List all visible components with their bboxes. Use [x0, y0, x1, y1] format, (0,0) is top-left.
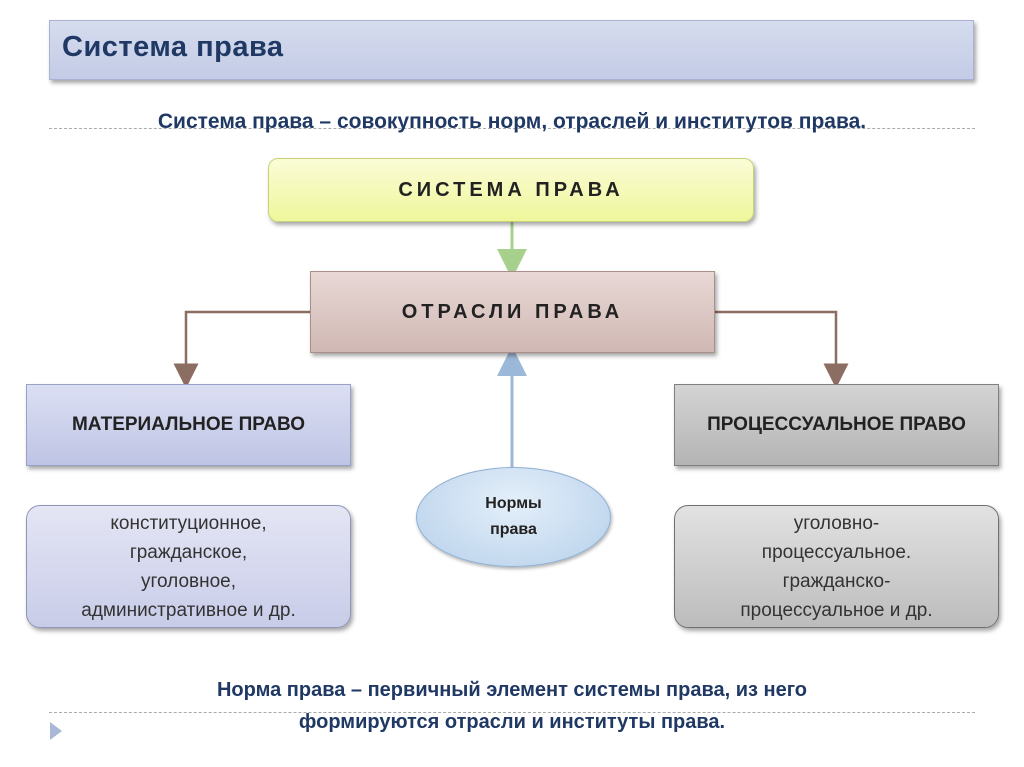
branches-of-law-box: ОТРАСЛИ ПРАВА [310, 271, 715, 353]
material-law-list: конституционное, гражданское, уголовное,… [26, 505, 351, 628]
procedural-law-box: ПРОЦЕССУАЛЬНОЕ ПРАВО [674, 384, 999, 466]
connector-branches-to-procedural [715, 310, 849, 389]
procedural-law-list-text: уголовно- процессуальное. гражданско- пр… [740, 512, 933, 621]
play-triangle-icon[interactable] [50, 722, 62, 740]
divider-bottom [49, 712, 975, 713]
material-law-box: МАТЕРИАЛЬНОЕ ПРАВО [26, 384, 351, 466]
procedural-law-list: уголовно- процессуальное. гражданско- пр… [674, 505, 999, 628]
connector-branches-to-material [173, 310, 310, 389]
norms-of-law-ellipse: Нормы права [416, 467, 611, 567]
divider-top [49, 128, 975, 129]
title-bar: Система права [49, 20, 974, 80]
footer-text: Норма права – первичный элемент системы … [216, 679, 808, 733]
page-title: Система права [62, 31, 284, 63]
definition-text: Система права – совокупность норм, отрас… [157, 110, 867, 133]
material-law-list-text: конституционное, гражданское, уголовное,… [81, 512, 296, 621]
system-of-law-box: СИСТЕМА ПРАВА [268, 158, 754, 222]
